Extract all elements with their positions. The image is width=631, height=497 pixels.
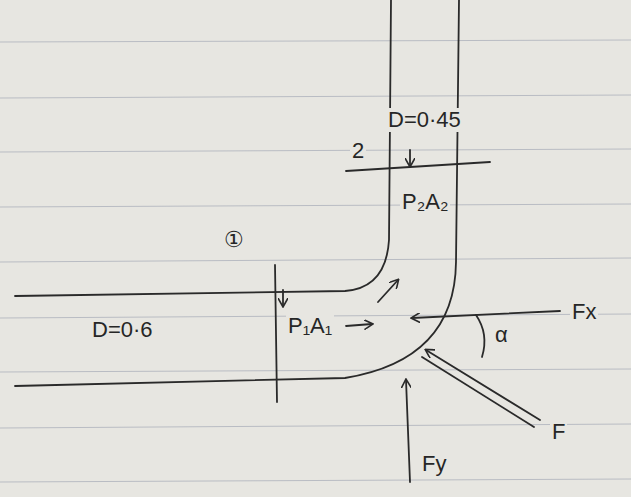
force-label: F bbox=[550, 420, 567, 444]
pressure-force-label: P₂A₂ bbox=[400, 190, 450, 214]
ruled-lines bbox=[0, 40, 631, 482]
pipe-outer-wall bbox=[15, 0, 459, 386]
section-2-marker bbox=[409, 150, 411, 166]
section-2-line bbox=[346, 162, 490, 171]
dimension-label: D=0·6 bbox=[90, 318, 155, 342]
section-number: ① bbox=[222, 228, 246, 252]
dimension-label: D=0·45 bbox=[386, 108, 463, 132]
section-1-line bbox=[275, 265, 277, 402]
fy-arrow bbox=[406, 380, 410, 482]
f-arrow bbox=[426, 350, 540, 420]
section-1-marker bbox=[282, 290, 284, 306]
angle-label: α bbox=[493, 323, 510, 347]
pipe-inner-wall bbox=[15, 0, 391, 296]
section-number: 2 bbox=[350, 139, 366, 163]
flow-arrow bbox=[378, 280, 398, 302]
force-label: Fx bbox=[570, 300, 598, 324]
force-label: Fy bbox=[420, 452, 448, 476]
p1a1-arrow bbox=[346, 324, 372, 326]
angle-arc bbox=[476, 315, 484, 357]
f-arrow-second-line bbox=[422, 357, 534, 427]
pressure-force-label: P₁A₁ bbox=[286, 314, 334, 338]
fx-arrow bbox=[412, 311, 560, 318]
